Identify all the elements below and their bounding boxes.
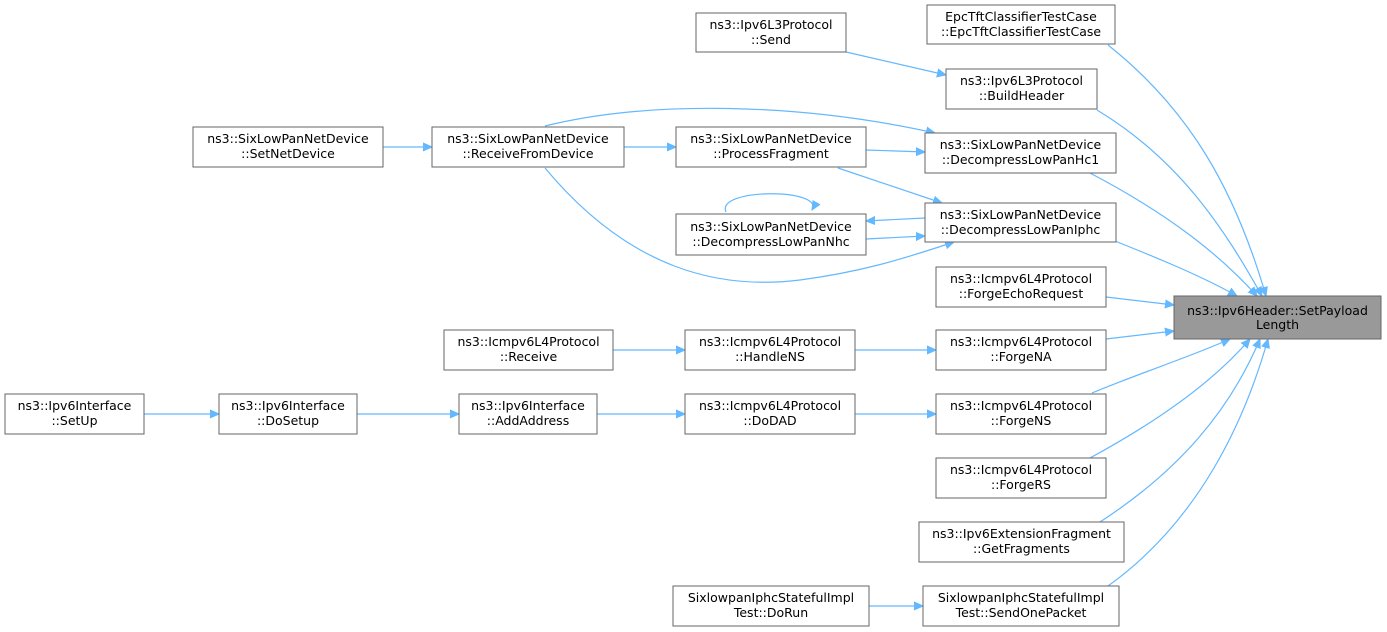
svg-text:Test::SendOnePacket: Test::SendOnePacket	[955, 605, 1087, 620]
edge-recv-to-hc1	[544, 107, 935, 133]
svg-text:ns3::SixLowPanNetDevice: ns3::SixLowPanNetDevice	[447, 131, 609, 146]
svg-text:Test::DoRun: Test::DoRun	[733, 605, 808, 620]
svg-text:ns3::Ipv6Interface: ns3::Ipv6Interface	[18, 398, 132, 413]
svg-text:::SetUp: ::SetUp	[51, 413, 97, 428]
node-icmpv6-forgens[interactable]: ns3::Icmpv6L4Protocol ::ForgeNS	[935, 393, 1107, 435]
node-icmpv6-forgers[interactable]: ns3::Icmpv6L4Protocol ::ForgeRS	[935, 457, 1107, 499]
svg-text:ns3::SixLowPanNetDevice: ns3::SixLowPanNetDevice	[940, 207, 1102, 222]
svg-text:::EpcTftClassifierTestCase: ::EpcTftClassifierTestCase	[941, 24, 1101, 39]
svg-text:ns3::Ipv6ExtensionFragment: ns3::Ipv6ExtensionFragment	[932, 526, 1111, 541]
node-sixlowpan-receivefromdevice[interactable]: ns3::SixLowPanNetDevice ::ReceiveFromDev…	[431, 126, 625, 168]
node-icmpv6-receive[interactable]: ns3::Icmpv6L4Protocol ::Receive	[443, 329, 614, 371]
svg-text:::DecompressLowPanIphc: ::DecompressLowPanIphc	[941, 222, 1101, 237]
node-sixlowpan-setnetdevice[interactable]: ns3::SixLowPanNetDevice ::SetNetDevice	[192, 126, 384, 168]
svg-text:ns3::Icmpv6L4Protocol: ns3::Icmpv6L4Protocol	[950, 334, 1092, 349]
svg-text:ns3::Icmpv6L4Protocol: ns3::Icmpv6L4Protocol	[457, 334, 599, 349]
node-icmpv6-forgeechorequest[interactable]: ns3::Icmpv6L4Protocol ::ForgeEchoRequest	[935, 266, 1107, 308]
edge-sendone-to-root	[1107, 339, 1268, 587]
node-ipv6l3-send[interactable]: ns3::Ipv6L3Protocol ::Send	[695, 12, 847, 53]
edge-hc1-to-root	[1089, 172, 1257, 296]
edge-procfrag-to-hc1	[865, 150, 925, 152]
svg-text:::ForgeNS: ::ForgeNS	[991, 413, 1052, 428]
svg-text:ns3::Ipv6L3Protocol: ns3::Ipv6L3Protocol	[960, 73, 1083, 88]
edge-iphc-to-nhc	[866, 218, 926, 221]
node-icmpv6-forgena[interactable]: ns3::Icmpv6L4Protocol ::ForgeNA	[935, 329, 1107, 371]
svg-text:::AddAddress: ::AddAddress	[487, 413, 569, 428]
node-ipv6extensionfragment-getfragments[interactable]: ns3::Ipv6ExtensionFragment ::GetFragment…	[918, 521, 1125, 563]
svg-text:ns3::Icmpv6L4Protocol: ns3::Icmpv6L4Protocol	[950, 462, 1092, 477]
edges	[144, 44, 1268, 606]
node-epc-tft-classifier-testcase[interactable]: EpcTftClassifierTestCase ::EpcTftClassif…	[926, 4, 1116, 45]
edge-procfrag-to-iphc	[837, 167, 942, 203]
svg-text:::Receive: ::Receive	[500, 349, 558, 364]
svg-text:ns3::Ipv6Interface: ns3::Ipv6Interface	[471, 398, 585, 413]
svg-text:ns3::SixLowPanNetDevice: ns3::SixLowPanNetDevice	[207, 131, 369, 146]
svg-text:ns3::SixLowPanNetDevice: ns3::SixLowPanNetDevice	[690, 219, 852, 234]
svg-text:::SetNetDevice: ::SetNetDevice	[241, 146, 335, 161]
edge-extfrag-to-root	[1099, 339, 1260, 523]
svg-text:::DoSetup: ::DoSetup	[257, 413, 319, 428]
node-ipv6l3-buildheader[interactable]: ns3::Ipv6L3Protocol ::BuildHeader	[945, 68, 1098, 110]
svg-text:Length: Length	[1256, 317, 1299, 332]
node-sixlowpan-decompresslowpanhc1[interactable]: ns3::SixLowPanNetDevice ::DecompressLowP…	[924, 132, 1117, 174]
edge-forgena-to-root	[1105, 331, 1174, 340]
edge-nhc-self	[724, 193, 813, 213]
node-ipv6interface-addaddress[interactable]: ns3::Ipv6Interface ::AddAddress	[458, 393, 598, 435]
node-ipv6interface-dosetup[interactable]: ns3::Ipv6Interface ::DoSetup	[218, 393, 358, 435]
svg-text:::DecompressLowPanNhc: ::DecompressLowPanNhc	[692, 234, 849, 249]
svg-text:ns3::Icmpv6L4Protocol: ns3::Icmpv6L4Protocol	[699, 398, 841, 413]
svg-text:::Send: ::Send	[751, 32, 791, 47]
node-sixlowpan-processfragment[interactable]: ns3::SixLowPanNetDevice ::ProcessFragmen…	[675, 126, 867, 168]
svg-text:::DecompressLowPanHc1: ::DecompressLowPanHc1	[942, 152, 1099, 167]
svg-text:::ReceiveFromDevice: ::ReceiveFromDevice	[462, 146, 593, 161]
svg-text:::ForgeEchoRequest: ::ForgeEchoRequest	[959, 286, 1084, 301]
node-icmpv6-handlens[interactable]: ns3::Icmpv6L4Protocol ::HandleNS	[684, 329, 856, 371]
svg-text:::BuildHeader: ::BuildHeader	[979, 88, 1065, 103]
node-sixlowpan-decompresslowpaniphc[interactable]: ns3::SixLowPanNetDevice ::DecompressLowP…	[924, 202, 1117, 243]
svg-text:SixlowpanIphcStatefulImpl: SixlowpanIphcStatefulImpl	[938, 590, 1104, 605]
edge-iphc-to-root	[1104, 236, 1237, 296]
edge-nhc-to-iphc	[865, 236, 925, 239]
edge-send-to-build	[845, 51, 946, 75]
edge-forgens-to-root	[1091, 338, 1230, 394]
svg-text:::HandleNS: ::HandleNS	[735, 349, 805, 364]
svg-text:::ForgeRS: ::ForgeRS	[991, 477, 1051, 492]
svg-text:::DoDAD: ::DoDAD	[743, 413, 796, 428]
edge-recv-to-iphc	[544, 167, 954, 283]
svg-text:ns3::Icmpv6L4Protocol: ns3::Icmpv6L4Protocol	[950, 271, 1092, 286]
node-root[interactable]: ns3::Ipv6Header::SetPayload Length	[1173, 295, 1382, 340]
svg-text:ns3::SixLowPanNetDevice: ns3::SixLowPanNetDevice	[940, 137, 1102, 152]
node-sixlowpan-iphc-stateful-dorun[interactable]: SixlowpanIphcStatefulImpl Test::DoRun	[672, 585, 870, 627]
svg-text:::ProcessFragment: ::ProcessFragment	[713, 146, 829, 161]
node-sixlowpan-iphc-stateful-sendonepacket[interactable]: SixlowpanIphcStatefulImpl Test::SendOneP…	[922, 585, 1120, 627]
svg-text:ns3::Ipv6Header::SetPayload: ns3::Ipv6Header::SetPayload	[1187, 303, 1368, 318]
svg-text:::ForgeNA: ::ForgeNA	[990, 349, 1052, 364]
edge-epc-to-root	[1107, 44, 1266, 296]
svg-text:ns3::Icmpv6L4Protocol: ns3::Icmpv6L4Protocol	[699, 334, 841, 349]
edge-echo-to-root	[1105, 296, 1174, 305]
svg-text:ns3::Ipv6Interface: ns3::Ipv6Interface	[231, 398, 345, 413]
svg-text:ns3::Icmpv6L4Protocol: ns3::Icmpv6L4Protocol	[950, 398, 1092, 413]
svg-text:EpcTftClassifierTestCase: EpcTftClassifierTestCase	[945, 9, 1097, 24]
node-ipv6interface-setup[interactable]: ns3::Ipv6Interface ::SetUp	[4, 393, 145, 435]
svg-text:ns3::Ipv6L3Protocol: ns3::Ipv6L3Protocol	[709, 17, 832, 32]
svg-text:SixlowpanIphcStatefulImpl: SixlowpanIphcStatefulImpl	[688, 590, 854, 605]
node-icmpv6-dodad[interactable]: ns3::Icmpv6L4Protocol ::DoDAD	[684, 393, 856, 435]
svg-text:::GetFragments: ::GetFragments	[973, 541, 1070, 556]
edge-build-to-root	[1096, 109, 1262, 296]
node-sixlowpan-decompresslowpannhc[interactable]: ns3::SixLowPanNetDevice ::DecompressLowP…	[675, 213, 867, 256]
edge-forgers-to-root	[1089, 339, 1250, 459]
svg-text:ns3::SixLowPanNetDevice: ns3::SixLowPanNetDevice	[690, 131, 852, 146]
